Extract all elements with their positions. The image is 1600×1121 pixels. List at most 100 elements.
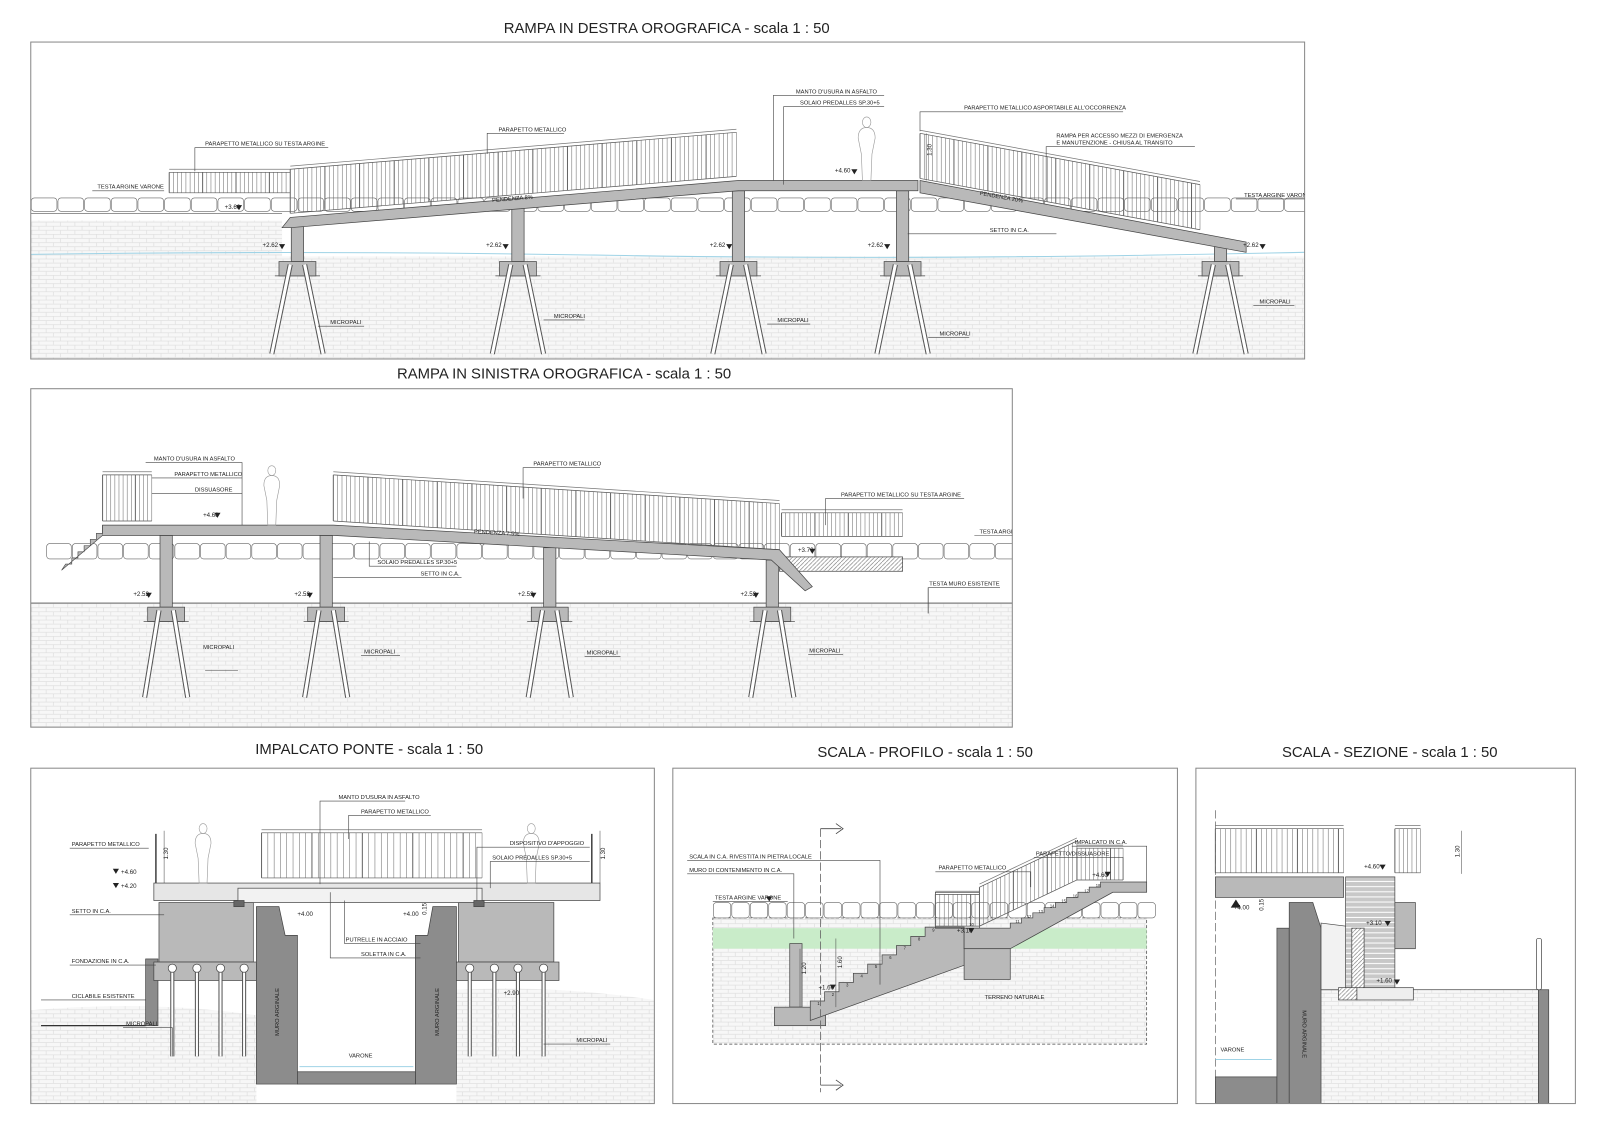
stone	[57, 197, 84, 212]
pier	[269, 226, 326, 355]
pier-wall	[543, 547, 557, 608]
person-head	[527, 823, 536, 834]
label: PARAPETTO METALLICO	[174, 472, 242, 478]
micropile-core	[270, 264, 292, 355]
micropile-core	[875, 264, 897, 355]
label: SETTO IN C.A.	[72, 909, 111, 915]
section-arrow-icon	[820, 1079, 844, 1091]
step-number: 9	[932, 927, 935, 932]
pile-head	[513, 963, 523, 973]
label: SCALA IN C.A. RIVESTITA IN PIETRA LOCALE	[689, 854, 812, 860]
railing-handrail	[290, 128, 737, 167]
step-number: 3	[846, 983, 849, 988]
label: CICLABILE ESISTENTE	[72, 994, 135, 1000]
label: PARAPETTO METALLICO	[72, 842, 140, 848]
label: MICROPALI	[1259, 300, 1291, 306]
stone	[97, 543, 123, 560]
elevation-marker-icon	[809, 548, 816, 554]
dimension-label: 0.15	[422, 902, 429, 915]
pier	[1192, 245, 1249, 355]
label: IMPALCATO IN C.A.	[1075, 840, 1128, 846]
embankment-ground	[30, 220, 283, 257]
railing-handrail	[979, 840, 1078, 888]
panel-rampa-sinistra	[30, 465, 1013, 728]
label: TESTA ARGINE	[979, 529, 1020, 535]
railing-bottom-rail	[979, 879, 1078, 927]
steel-beams	[237, 887, 483, 903]
stone	[137, 197, 164, 212]
labels-scala-sezione: +4.60 +4.00 +3.10 +1.60 0.15 MURO ARGINA…	[1221, 845, 1462, 1058]
elevation-marker-icon	[530, 592, 537, 598]
pier	[874, 190, 931, 355]
label: SETTO IN C.A.	[421, 571, 460, 577]
stone	[830, 197, 858, 212]
pier	[142, 535, 191, 698]
panel-rampa-destra	[30, 116, 1305, 359]
dimension-label: 0.15	[1259, 898, 1266, 911]
label: PARAPETTO METALLICO	[533, 462, 601, 468]
stone	[805, 902, 824, 919]
stone	[1177, 197, 1204, 212]
railing	[978, 837, 1078, 927]
ground-right	[456, 988, 655, 1104]
micropile-core	[1193, 264, 1215, 355]
step-number: 8	[918, 936, 921, 941]
ground-left	[30, 1006, 257, 1104]
elevation-label: +4.60	[203, 512, 219, 519]
stone	[1204, 197, 1231, 212]
pile-head	[489, 963, 499, 973]
micropile-core	[523, 264, 546, 355]
elevation-marker-icon	[752, 592, 759, 598]
dimension-label: 1.30	[1454, 845, 1461, 858]
dimension-label: 1.30	[926, 143, 933, 156]
stone	[217, 197, 244, 212]
frame-scala-profilo	[672, 767, 1178, 1105]
stone	[918, 543, 944, 560]
pier	[525, 547, 574, 698]
stair-wall	[1351, 927, 1365, 991]
stone	[879, 902, 898, 919]
label: PARAPETTO METALLICO SU TESTA ARGINE	[841, 492, 961, 498]
muro-arginale-left	[256, 906, 298, 1085]
post	[1536, 938, 1542, 991]
label: SETTO IN C.A.	[990, 228, 1029, 234]
bearing	[233, 900, 245, 908]
stone	[860, 902, 879, 919]
stone	[768, 902, 787, 919]
pier-footing	[307, 606, 345, 622]
elevation-label: +3.10	[957, 927, 973, 934]
stone	[943, 543, 970, 560]
elevation-marker-icon	[278, 244, 286, 250]
label: FONDAZIONE IN C.A.	[72, 959, 130, 965]
stone	[916, 902, 935, 919]
outer-wall	[1276, 927, 1290, 1104]
stair-base	[1356, 987, 1414, 1001]
railing	[332, 471, 780, 551]
channel-bed	[1215, 1076, 1278, 1104]
label: DISSUASORE	[195, 487, 233, 493]
elevation-marker-icon	[1259, 244, 1266, 250]
dimension-label: 1.60	[837, 956, 844, 969]
stone	[1150, 197, 1178, 212]
elevation-label: +4.60	[1092, 872, 1108, 879]
stone	[934, 902, 953, 919]
stone	[1284, 197, 1305, 212]
access-stairs	[61, 525, 103, 571]
gravel-fill	[779, 556, 903, 572]
pier-wall	[159, 535, 173, 608]
label: MICROPALI	[587, 650, 619, 656]
label: PARAPETTO METALLICO	[938, 866, 1006, 872]
railing-handrail	[919, 129, 1201, 182]
person-head	[198, 823, 208, 834]
setto-left	[158, 902, 254, 963]
stone	[857, 197, 884, 212]
elevation-label: +3.66	[225, 204, 241, 211]
pile-head	[239, 963, 249, 973]
stone	[750, 197, 778, 212]
pile-head	[539, 963, 549, 973]
label: TESTA ARGINE VARONE	[1244, 193, 1311, 199]
title-rampa-sinistra: RAMPA IN SINISTRA OROGRAFICA - scala 1 :…	[397, 366, 731, 382]
title-rampa-destra: RAMPA IN DESTRA OROGRAFICA - scala 1 : 5…	[504, 21, 830, 37]
person-silhouette	[263, 475, 281, 526]
